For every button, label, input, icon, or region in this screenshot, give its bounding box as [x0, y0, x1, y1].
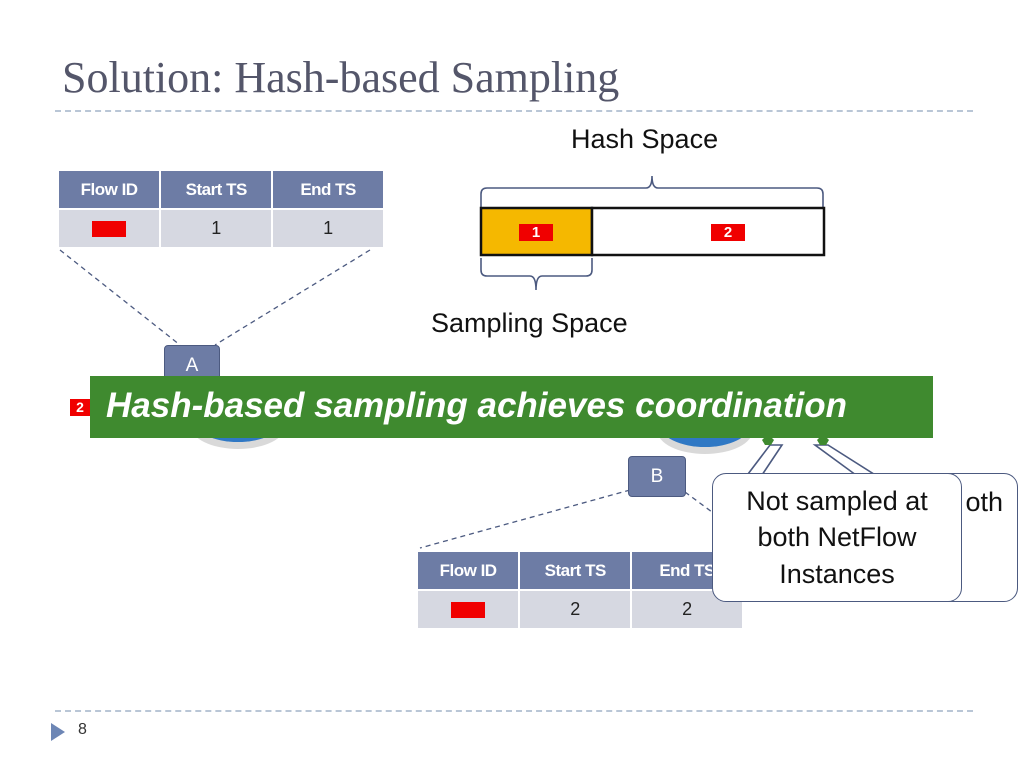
conclusion-banner	[90, 376, 933, 438]
end-ts-cell: 1	[271, 208, 385, 249]
callout-line-3: Instances	[779, 558, 895, 589]
table-row: 1 1	[56, 208, 385, 249]
col-end-ts: End TS	[271, 169, 385, 210]
slide-number: 8	[78, 721, 87, 738]
sampling-space-brace	[480, 258, 593, 291]
col-start-ts: Start TS	[159, 169, 274, 210]
col-flow-id: Flow ID	[415, 550, 521, 591]
tail-mark-1	[762, 434, 774, 445]
title-divider	[55, 110, 973, 112]
start-ts-cell: 2	[518, 589, 633, 630]
callout-line-2: both NetFlow	[757, 522, 917, 553]
tail-mark-2	[817, 434, 829, 445]
page-title: Solution: Hash-based Sampling	[62, 53, 620, 102]
flow-id-cell	[415, 589, 521, 630]
hash-space-label: Hash Space	[571, 124, 719, 154]
table-a-link-right	[214, 249, 371, 346]
col-start-ts: Start TS	[518, 550, 633, 591]
hash-flow-2-tag: 2	[711, 224, 745, 241]
sampling-space-label: Sampling Space	[431, 308, 628, 338]
table-b-link-right	[684, 491, 713, 513]
table-b-link-left	[419, 489, 631, 549]
conclusion-banner-text: Hash-based sampling achieves coordinatio…	[106, 386, 848, 425]
flow-id-cell	[56, 208, 162, 249]
callout-back-text: oth	[965, 487, 1003, 517]
flow-table-b: Flow ID Start TS End TS 2 2	[415, 550, 744, 630]
footer-arrow-icon	[51, 723, 65, 741]
flow-marker-icon	[92, 221, 127, 238]
left-flow-tag: 2	[70, 399, 90, 416]
flow-marker-icon	[451, 602, 486, 619]
node-b: B	[628, 456, 686, 497]
callout-front: Not sampled at both NetFlow Instances	[712, 473, 962, 602]
callout-line-1: Not sampled at	[746, 485, 928, 516]
table-row: 2 2	[415, 589, 744, 630]
non-sampling-segment	[590, 206, 826, 257]
footer-divider	[55, 710, 973, 712]
col-flow-id: Flow ID	[56, 169, 162, 210]
flow-table-a: Flow ID Start TS End TS 1 1	[56, 169, 385, 249]
hash-flow-1-tag: 1	[519, 224, 553, 241]
table-a-link-left	[59, 249, 181, 346]
hash-space-brace	[480, 175, 824, 207]
start-ts-cell: 1	[159, 208, 274, 249]
